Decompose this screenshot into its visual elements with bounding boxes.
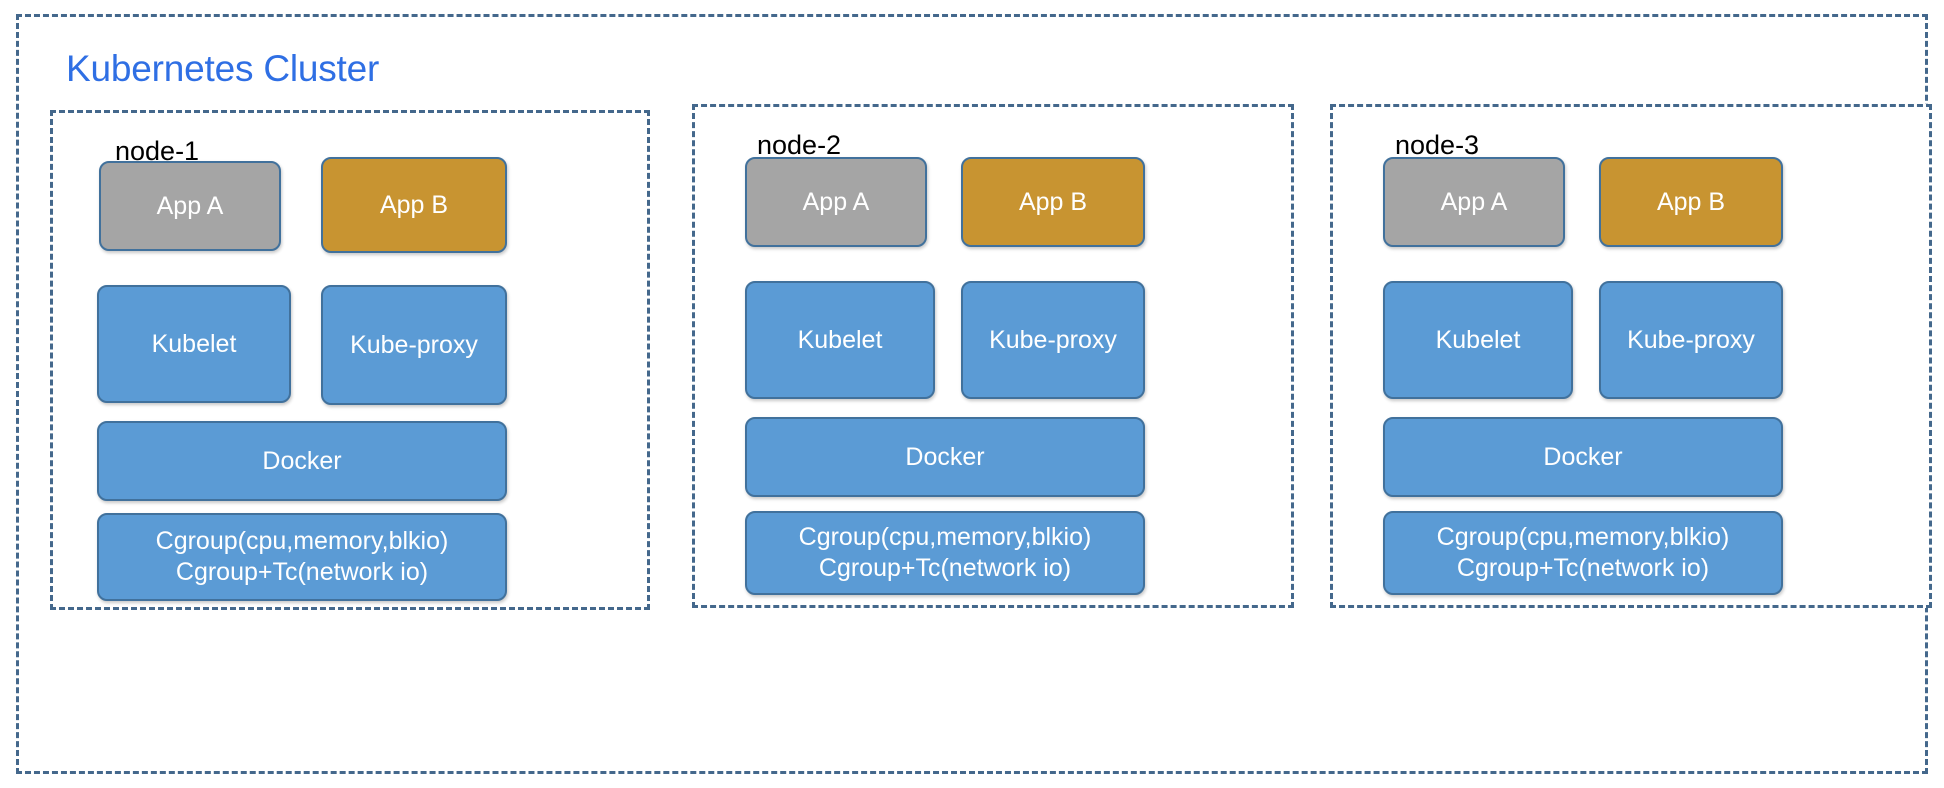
node-label-node-3: node-3 (1395, 130, 1480, 160)
node-container-node-1: node-1 App A App B Kubelet Kube-proxy Do… (50, 110, 650, 610)
component-box-kube-proxy-node-2[interactable]: Kube-proxy (961, 281, 1145, 399)
component-box-docker-node-1[interactable]: Docker (97, 421, 507, 501)
component-box-kube-proxy-node-1[interactable]: Kube-proxy (321, 285, 507, 405)
component-box-kubelet-node-2[interactable]: Kubelet (745, 281, 935, 399)
component-box-kubelet-node-3[interactable]: Kubelet (1383, 281, 1573, 399)
component-box-cgroup-node-3[interactable]: Cgroup(cpu,memory,blkio) Cgroup+Tc(netwo… (1383, 511, 1783, 595)
pod-box-app-b-node-1[interactable]: App B (321, 157, 507, 253)
node-container-node-3: node-3 App A App B Kubelet Kube-proxy Do… (1330, 104, 1932, 608)
cluster-title: Kubernetes Cluster (66, 48, 380, 89)
component-box-docker-node-3[interactable]: Docker (1383, 417, 1783, 497)
component-box-cgroup-node-2[interactable]: Cgroup(cpu,memory,blkio) Cgroup+Tc(netwo… (745, 511, 1145, 595)
pod-box-app-a-node-1[interactable]: App A (99, 161, 281, 251)
pod-box-app-a-node-2[interactable]: App A (745, 157, 927, 247)
pod-box-app-b-node-3[interactable]: App B (1599, 157, 1783, 247)
pod-box-app-b-node-2[interactable]: App B (961, 157, 1145, 247)
component-box-docker-node-2[interactable]: Docker (745, 417, 1145, 497)
component-box-cgroup-node-1[interactable]: Cgroup(cpu,memory,blkio) Cgroup+Tc(netwo… (97, 513, 507, 601)
node-label-node-2: node-2 (757, 130, 842, 160)
component-box-kube-proxy-node-3[interactable]: Kube-proxy (1599, 281, 1783, 399)
pod-box-app-a-node-3[interactable]: App A (1383, 157, 1565, 247)
component-box-kubelet-node-1[interactable]: Kubelet (97, 285, 291, 403)
node-container-node-2: node-2 App A App B Kubelet Kube-proxy Do… (692, 104, 1294, 608)
